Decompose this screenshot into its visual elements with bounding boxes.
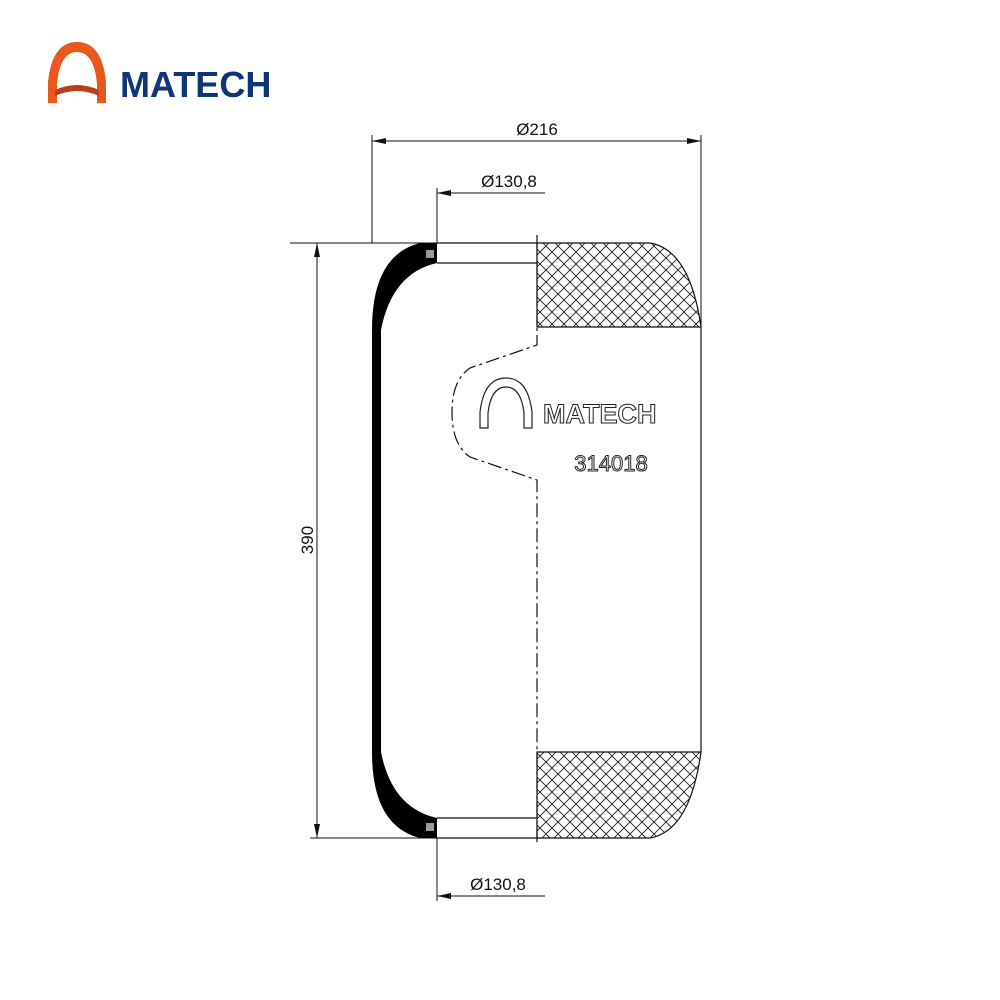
top-bead-wire: [426, 250, 434, 258]
dimension-top-bead: [436, 188, 545, 243]
logo-arch-icon: [48, 42, 106, 103]
outer-diameter-label: Ø216: [516, 120, 558, 139]
part-number: 314018: [574, 451, 647, 476]
height-label: 390: [298, 526, 317, 554]
dimension-outer-diameter: [371, 135, 702, 327]
brand-name: MATECH: [120, 64, 271, 105]
top-bead-diameter-label: Ø130,8: [481, 172, 537, 191]
brand-logo: MATECH: [48, 42, 271, 105]
embossed-logo: MATECH: [479, 377, 657, 430]
bottom-bead-diameter-label: Ø130,8: [470, 875, 526, 894]
bottom-fabric-hatching: [536, 751, 702, 839]
bottom-bead-wire: [426, 823, 434, 831]
embossed-brand-name: MATECH: [543, 399, 656, 429]
dimension-bottom-bead: [436, 838, 545, 901]
bead-bores: [437, 242, 537, 839]
center-dash-line: [451, 235, 538, 846]
embossed-arch-icon: [479, 377, 533, 429]
top-fabric-hatching: [536, 242, 702, 328]
bellows-section-profile: [372, 243, 437, 838]
dimension-height: [290, 242, 437, 839]
